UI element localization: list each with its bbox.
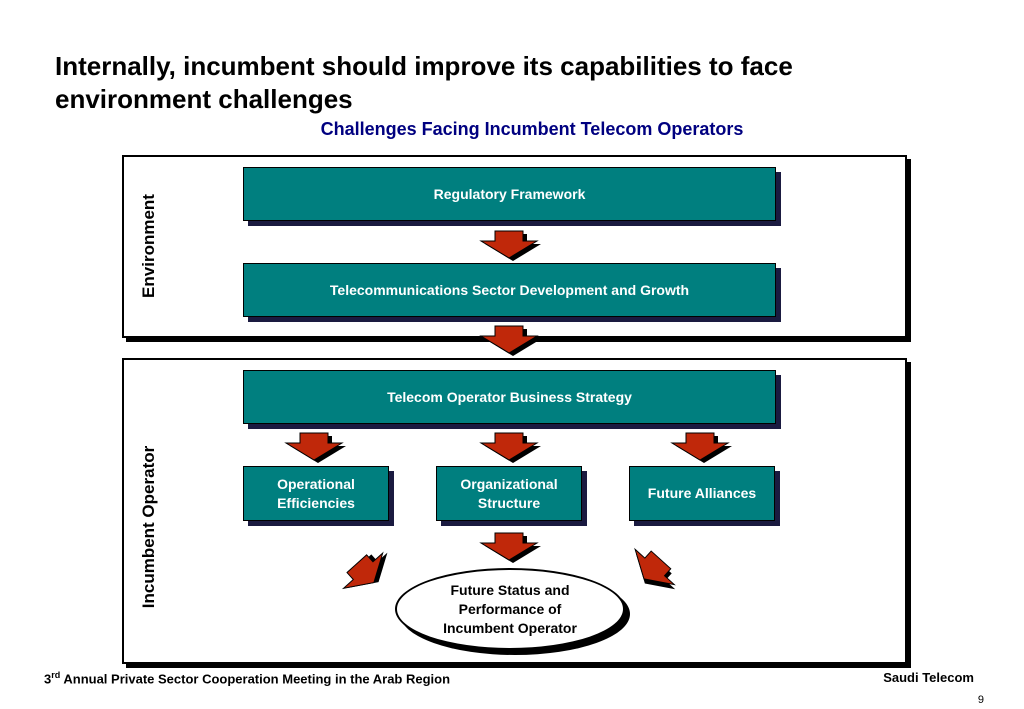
footer-event: 3rd Annual Private Sector Cooperation Me… [44,670,451,687]
business-strategy-box: Telecom Operator Business Strategy [243,370,776,424]
down-arrow-icon [479,532,541,563]
future-status-oval: Future Status and Performance of Incumbe… [395,568,625,650]
down-arrow-icon [479,230,541,261]
regulatory-framework-box: Regulatory Framework [243,167,776,221]
footer-organization: Saudi Telecom [883,670,974,685]
organizational-structure-box: Organizational Structure [436,466,582,521]
environment-label: Environment [139,194,158,298]
sector-development-box: Telecommunications Sector Development an… [243,263,776,317]
down-arrow-icon [479,325,541,356]
slide-title: Internally, incumbent should improve its… [55,51,793,114]
page-number: 9 [977,694,984,706]
operational-efficiencies-box: Operational Efficiencies [243,466,389,521]
diagonal-arrow-icon [341,551,388,590]
down-arrow-icon [284,432,346,463]
diagonal-arrow-icon [634,547,676,590]
incumbent-operator-label: Incumbent Operator [139,445,158,609]
down-arrow-icon [670,432,732,463]
future-alliances-box: Future Alliances [629,466,775,521]
diagram-subtitle: Challenges Facing Incumbent Telecom Oper… [320,119,744,139]
down-arrow-icon [479,432,541,463]
